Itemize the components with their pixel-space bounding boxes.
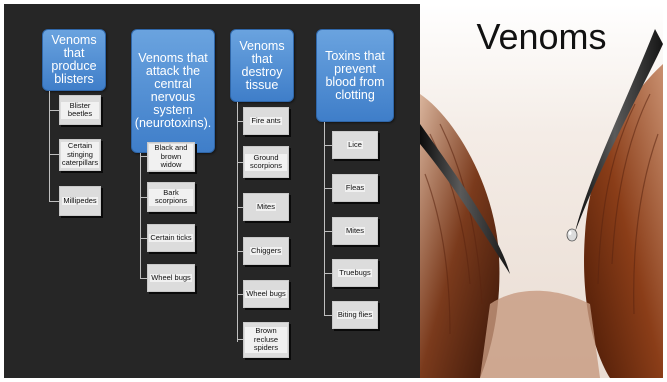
photo-panel: Venoms: [420, 4, 663, 378]
connector-line: [49, 91, 50, 202]
group-header-clotting: Toxins that prevent blood from clotting: [316, 29, 394, 122]
connector-line: [49, 201, 59, 202]
item-black-and-brown-widow: Black and brown widow: [147, 142, 195, 172]
item-mites: Mites: [243, 193, 289, 221]
item-fire-ants: Fire ants: [243, 107, 289, 135]
connector-line: [324, 145, 332, 146]
connector-line: [140, 153, 141, 279]
item-biting-flies: Biting flies: [332, 301, 378, 329]
item-chiggers: Chiggers: [243, 237, 289, 265]
connector-line: [324, 273, 332, 274]
connector-line: [140, 278, 147, 279]
connector-line: [237, 207, 243, 208]
connector-line: [140, 238, 147, 239]
item-fleas: Fleas: [332, 174, 378, 202]
connector-line: [237, 102, 238, 342]
item-truebugs: Truebugs: [332, 259, 378, 287]
item-stinging-caterpillars: Certain stinging caterpillars: [59, 139, 101, 171]
item-lice: Lice: [332, 131, 378, 159]
connector-line: [49, 154, 59, 155]
group-header-neurotoxins: Venoms that attack the central nervous s…: [131, 29, 215, 153]
hierarchy-panel: Venoms that produce blisters Blister bee…: [4, 4, 420, 378]
item-ground-scorpions: Ground scorpions: [243, 146, 289, 178]
group-header-blisters: Venoms that produce blisters: [42, 29, 106, 91]
item-millipedes: Millipedes: [59, 186, 101, 216]
connector-line: [324, 188, 332, 189]
item-bark-scorpions: Bark scorpions: [147, 182, 195, 212]
connector-line: [324, 315, 332, 316]
connector-line: [324, 231, 332, 232]
item-brown-recluse-spiders: Brown recluse spiders: [243, 322, 289, 358]
connector-line: [237, 339, 243, 340]
connector-line: [237, 294, 243, 295]
connector-line: [324, 122, 325, 316]
item-wheel-bugs: Wheel bugs: [243, 280, 289, 308]
item-mites: Mites: [332, 217, 378, 245]
slide-title: Venoms: [476, 16, 607, 57]
connector-line: [237, 121, 243, 122]
item-wheel-bugs: Wheel bugs: [147, 264, 195, 292]
group-header-tissue: Venoms that destroy tissue: [230, 29, 294, 102]
item-blister-beetles: Blister beetles: [59, 95, 101, 125]
item-certain-ticks: Certain ticks: [147, 224, 195, 252]
connector-line: [237, 162, 243, 163]
insect-photo: [420, 4, 663, 378]
connector-line: [49, 110, 59, 111]
connector-line: [237, 251, 243, 252]
connector-line: [140, 197, 147, 198]
connector-line: [140, 156, 147, 157]
